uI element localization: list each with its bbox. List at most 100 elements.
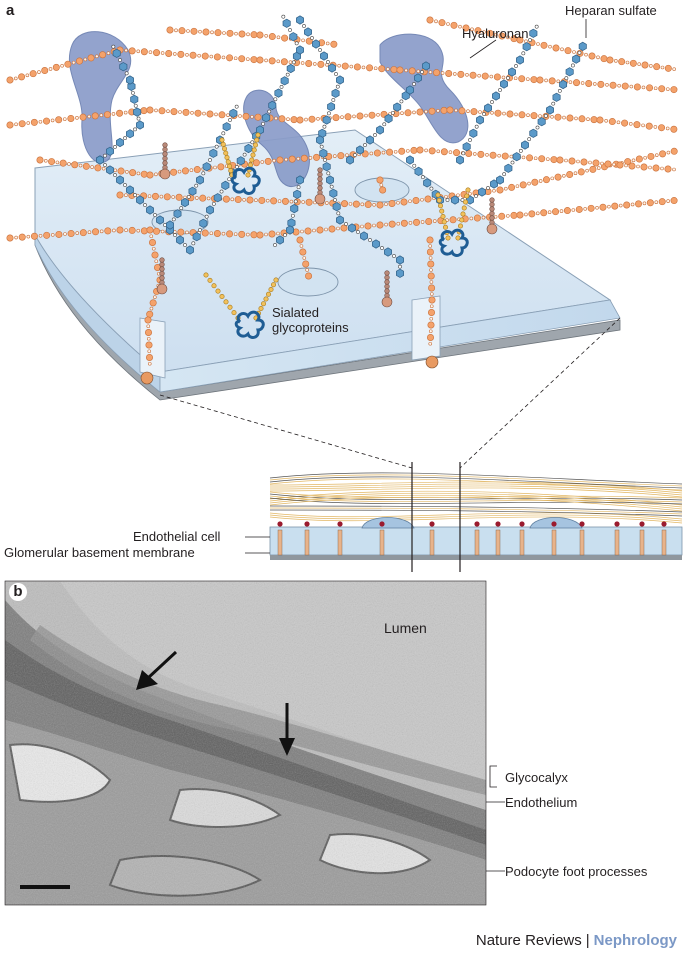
- heparan-sulfate-unit: [276, 235, 284, 245]
- sialated-line-2: glycoproteins: [272, 320, 349, 335]
- chain-linker: [337, 63, 341, 68]
- hyaluronan-unit: [181, 167, 189, 175]
- chain-linker: [506, 35, 510, 40]
- heparan-sulfate-chain: [346, 61, 430, 165]
- heparan-sulfate-unit: [304, 27, 312, 37]
- sialic-unit: [220, 141, 226, 147]
- zoom-connector: [159, 317, 621, 469]
- hyaluronan-unit: [52, 63, 60, 71]
- chain-linker: [641, 85, 646, 90]
- cleft-anchor: [140, 371, 154, 385]
- chain-linker: [502, 172, 507, 177]
- hyaluronan-unit: [165, 49, 173, 57]
- chain-linker: [197, 53, 201, 58]
- heparan-sulfate-unit: [188, 186, 197, 196]
- heparan-sulfate-unit: [126, 185, 134, 195]
- hyaluronan-unit: [190, 27, 198, 35]
- hyaluronan-unit: [449, 216, 457, 224]
- hyaluronan-unit: [518, 75, 526, 83]
- chain-linker: [305, 268, 309, 272]
- hyaluronan-unit: [144, 316, 152, 324]
- chain-linker: [310, 36, 314, 40]
- chain-linker: [123, 110, 128, 115]
- inset-core-protein: [495, 521, 501, 527]
- hyaluronan-unit: [302, 260, 310, 268]
- chain-linker: [195, 196, 199, 200]
- hyaluronan-unit: [554, 113, 562, 121]
- chain-linker: [595, 205, 599, 210]
- sialic-unit: [249, 157, 255, 163]
- chain-linker: [353, 153, 357, 157]
- hyaluronan-unit: [462, 24, 470, 32]
- chain-linker: [596, 166, 601, 170]
- sialic-unit: [263, 296, 269, 302]
- sialic-unit: [207, 277, 213, 283]
- chain-linker: [412, 82, 416, 86]
- chain-linker: [352, 114, 356, 119]
- hyaluronan-unit: [493, 73, 501, 81]
- inset-core-protein: [519, 521, 525, 527]
- sialic-unit: [270, 282, 276, 288]
- chain-linker: [379, 183, 384, 187]
- hyaluronan-unit: [129, 169, 137, 177]
- heparan-sulfate-unit: [356, 145, 364, 155]
- chain-linker: [472, 152, 477, 156]
- hyaluronan-unit: [563, 207, 571, 215]
- hyaluronan-unit: [413, 218, 421, 226]
- chain-linker: [146, 324, 151, 329]
- hyaluronan-unit: [140, 48, 148, 56]
- chain-linker: [518, 148, 523, 153]
- hyaluronan-unit: [170, 168, 178, 176]
- heparan-sulfate-unit: [199, 218, 208, 228]
- hyaluronan-unit: [91, 112, 99, 120]
- panel-b-letter: b: [9, 583, 27, 601]
- hyaluronan-chain: [166, 26, 338, 48]
- hyaluronan-chain: [144, 226, 164, 366]
- hyaluronan-unit: [116, 191, 124, 199]
- hyaluronan-unit: [373, 149, 381, 157]
- chain-linker: [428, 329, 433, 334]
- chain-linker: [260, 160, 265, 164]
- hyaluronan-unit: [486, 29, 494, 37]
- hyaluronan-unit: [564, 47, 572, 55]
- hyaluronan-unit: [427, 272, 435, 280]
- chain-linker: [153, 213, 157, 217]
- chain-linker: [325, 41, 330, 46]
- hyaluronan-unit: [242, 112, 250, 120]
- sialic-unit: [268, 286, 274, 292]
- hyaluronan-unit: [647, 152, 655, 160]
- heparan-sulfate-unit: [336, 75, 344, 85]
- inset-core-protein: [429, 521, 435, 527]
- hyaluronan-unit: [67, 230, 75, 238]
- chain-linker: [434, 19, 438, 24]
- sialic-unit: [445, 235, 451, 241]
- chain-linker: [288, 60, 293, 64]
- hyaluronan-unit: [400, 198, 408, 206]
- hyaluronan-unit: [149, 239, 157, 247]
- chain-linker: [436, 109, 440, 113]
- chain-linker: [250, 140, 255, 145]
- heparan-sulfate-unit: [521, 140, 529, 150]
- heparan-sulfate-unit: [469, 128, 478, 138]
- hyaluronan-unit: [556, 156, 564, 164]
- heparan-sulfate-chain: [456, 24, 539, 165]
- chain-linker: [234, 31, 238, 36]
- heparan-sulfate-unit: [236, 156, 245, 166]
- chain-linker: [429, 292, 434, 296]
- chain-linker: [326, 111, 331, 116]
- chain-linker: [524, 212, 528, 217]
- hyaluronan-unit: [646, 84, 654, 92]
- chain-linker: [396, 221, 401, 226]
- hyaluronan-unit: [170, 108, 178, 116]
- chain-linker: [160, 229, 165, 234]
- chain-linker: [230, 197, 235, 202]
- chain-linker: [78, 163, 83, 168]
- hyaluronan-unit: [496, 186, 504, 194]
- chain-linker: [384, 222, 388, 227]
- hyaluronan-unit: [256, 231, 264, 239]
- hyaluronan-unit: [364, 201, 372, 209]
- hyaluronan-unit: [202, 28, 210, 36]
- heparan-sulfate-unit: [316, 135, 324, 145]
- chain-linker: [159, 194, 164, 199]
- chain-linker: [154, 108, 158, 113]
